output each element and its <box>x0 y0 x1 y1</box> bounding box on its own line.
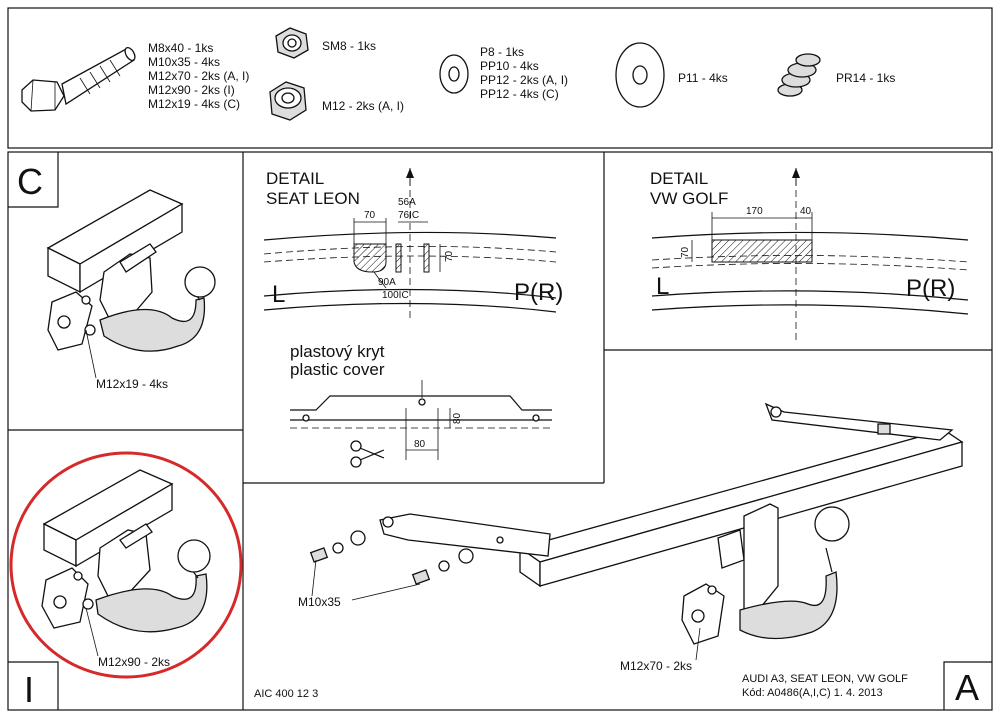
seat-dim-90a: 90A <box>378 277 396 288</box>
highlight-ring <box>9 451 243 679</box>
washer-line-4: PP12 - 4ks (C) <box>480 87 559 101</box>
cover-line-1: plastový kryt <box>290 342 385 361</box>
scissors-icon <box>350 440 385 468</box>
cover-dim-80-vert: 80 <box>452 412 463 424</box>
bolt-line-3: M12x70 - 2ks (A, I) <box>148 69 249 83</box>
panel-i-letter: I <box>24 669 34 710</box>
panel-c-label: M12x19 - 4ks <box>96 377 168 391</box>
panel-a-m12-label: M12x70 - 2ks <box>620 659 692 673</box>
nut-m12-label: M12 - 2ks (A, I) <box>322 99 404 113</box>
detail-golf-drawing <box>651 168 969 340</box>
seat-dim-56a: 56A <box>398 197 416 208</box>
golf-right-label: P(R) <box>906 275 955 302</box>
washer-icon <box>439 54 469 94</box>
panel-i-label: M12x90 - 2ks <box>98 655 170 669</box>
towbar-i-drawing <box>41 469 211 657</box>
golf-dim-40: 40 <box>800 206 812 217</box>
washer-line-1: P8 - 1ks <box>480 45 524 59</box>
seat-dim-76ic: 76IC <box>398 210 419 221</box>
cover-dim-80-horiz: 80 <box>414 439 426 450</box>
spring-icon <box>777 53 821 97</box>
seat-dim-100ic: 100IC <box>382 290 409 301</box>
bolt-line-5: M12x19 - 4ks (C) <box>148 97 240 111</box>
detail-seat-drawing <box>263 168 557 322</box>
cover-line-2: plastic cover <box>290 360 385 379</box>
bolt-list: M8x40 - 1ks M10x35 - 4ks M12x70 - 2ks (A… <box>148 41 249 111</box>
bolt-line-1: M8x40 - 1ks <box>148 41 213 55</box>
footer-code: AIC 400 12 3 <box>254 688 318 700</box>
fasteners-m10 <box>309 530 474 585</box>
washer-line-2: PP10 - 4ks <box>480 59 539 73</box>
bolt-line-2: M10x35 - 4ks <box>148 55 220 69</box>
golf-dim-vert-70: 70 <box>680 246 691 258</box>
seat-dim-70: 70 <box>364 210 376 221</box>
detail-seat-title-2: SEAT LEON <box>266 189 360 208</box>
detail-golf-title-1: DETAIL <box>650 169 708 188</box>
hardware-bolt <box>21 46 136 112</box>
washer-list: P8 - 1ks PP10 - 4ks PP12 - 2ks (A, I) PP… <box>480 45 568 101</box>
golf-dim-170: 170 <box>746 206 763 217</box>
panel-a-m10-label: M10x35 <box>298 595 341 609</box>
nut-m12-icon <box>269 81 307 121</box>
seat-dim-vert-70: 70 <box>444 250 455 262</box>
detail-golf-title-2: VW GOLF <box>650 189 728 208</box>
cover-drawing <box>290 380 552 468</box>
spring-label: PR14 - 1ks <box>836 71 895 85</box>
footer-kod: Kód: A0486(A,I,C) 1. 4. 2013 <box>742 687 883 699</box>
frame-lines <box>7 7 993 711</box>
nut-sm8-label: SM8 - 1ks <box>322 39 376 53</box>
towbar-c-drawing <box>46 189 216 379</box>
large-washer-icon <box>615 42 665 108</box>
panel-c-letter: C <box>17 161 43 202</box>
seat-right-label: P(R) <box>514 279 563 306</box>
golf-left-label: L <box>656 273 669 300</box>
detail-seat-title-1: DETAIL <box>266 169 324 188</box>
washer-p11-label: P11 - 4ks <box>678 71 728 85</box>
footer-models: AUDI A3, SEAT LEON, VW GOLF <box>742 673 908 685</box>
seat-left-label: L <box>272 281 285 308</box>
washer-line-3: PP12 - 2ks (A, I) <box>480 73 568 87</box>
panel-a-letter: A <box>955 667 979 708</box>
nut-sm8-icon <box>275 27 309 59</box>
bolt-line-4: M12x90 - 2ks (I) <box>148 83 235 97</box>
towbar-a-drawing <box>309 402 964 661</box>
